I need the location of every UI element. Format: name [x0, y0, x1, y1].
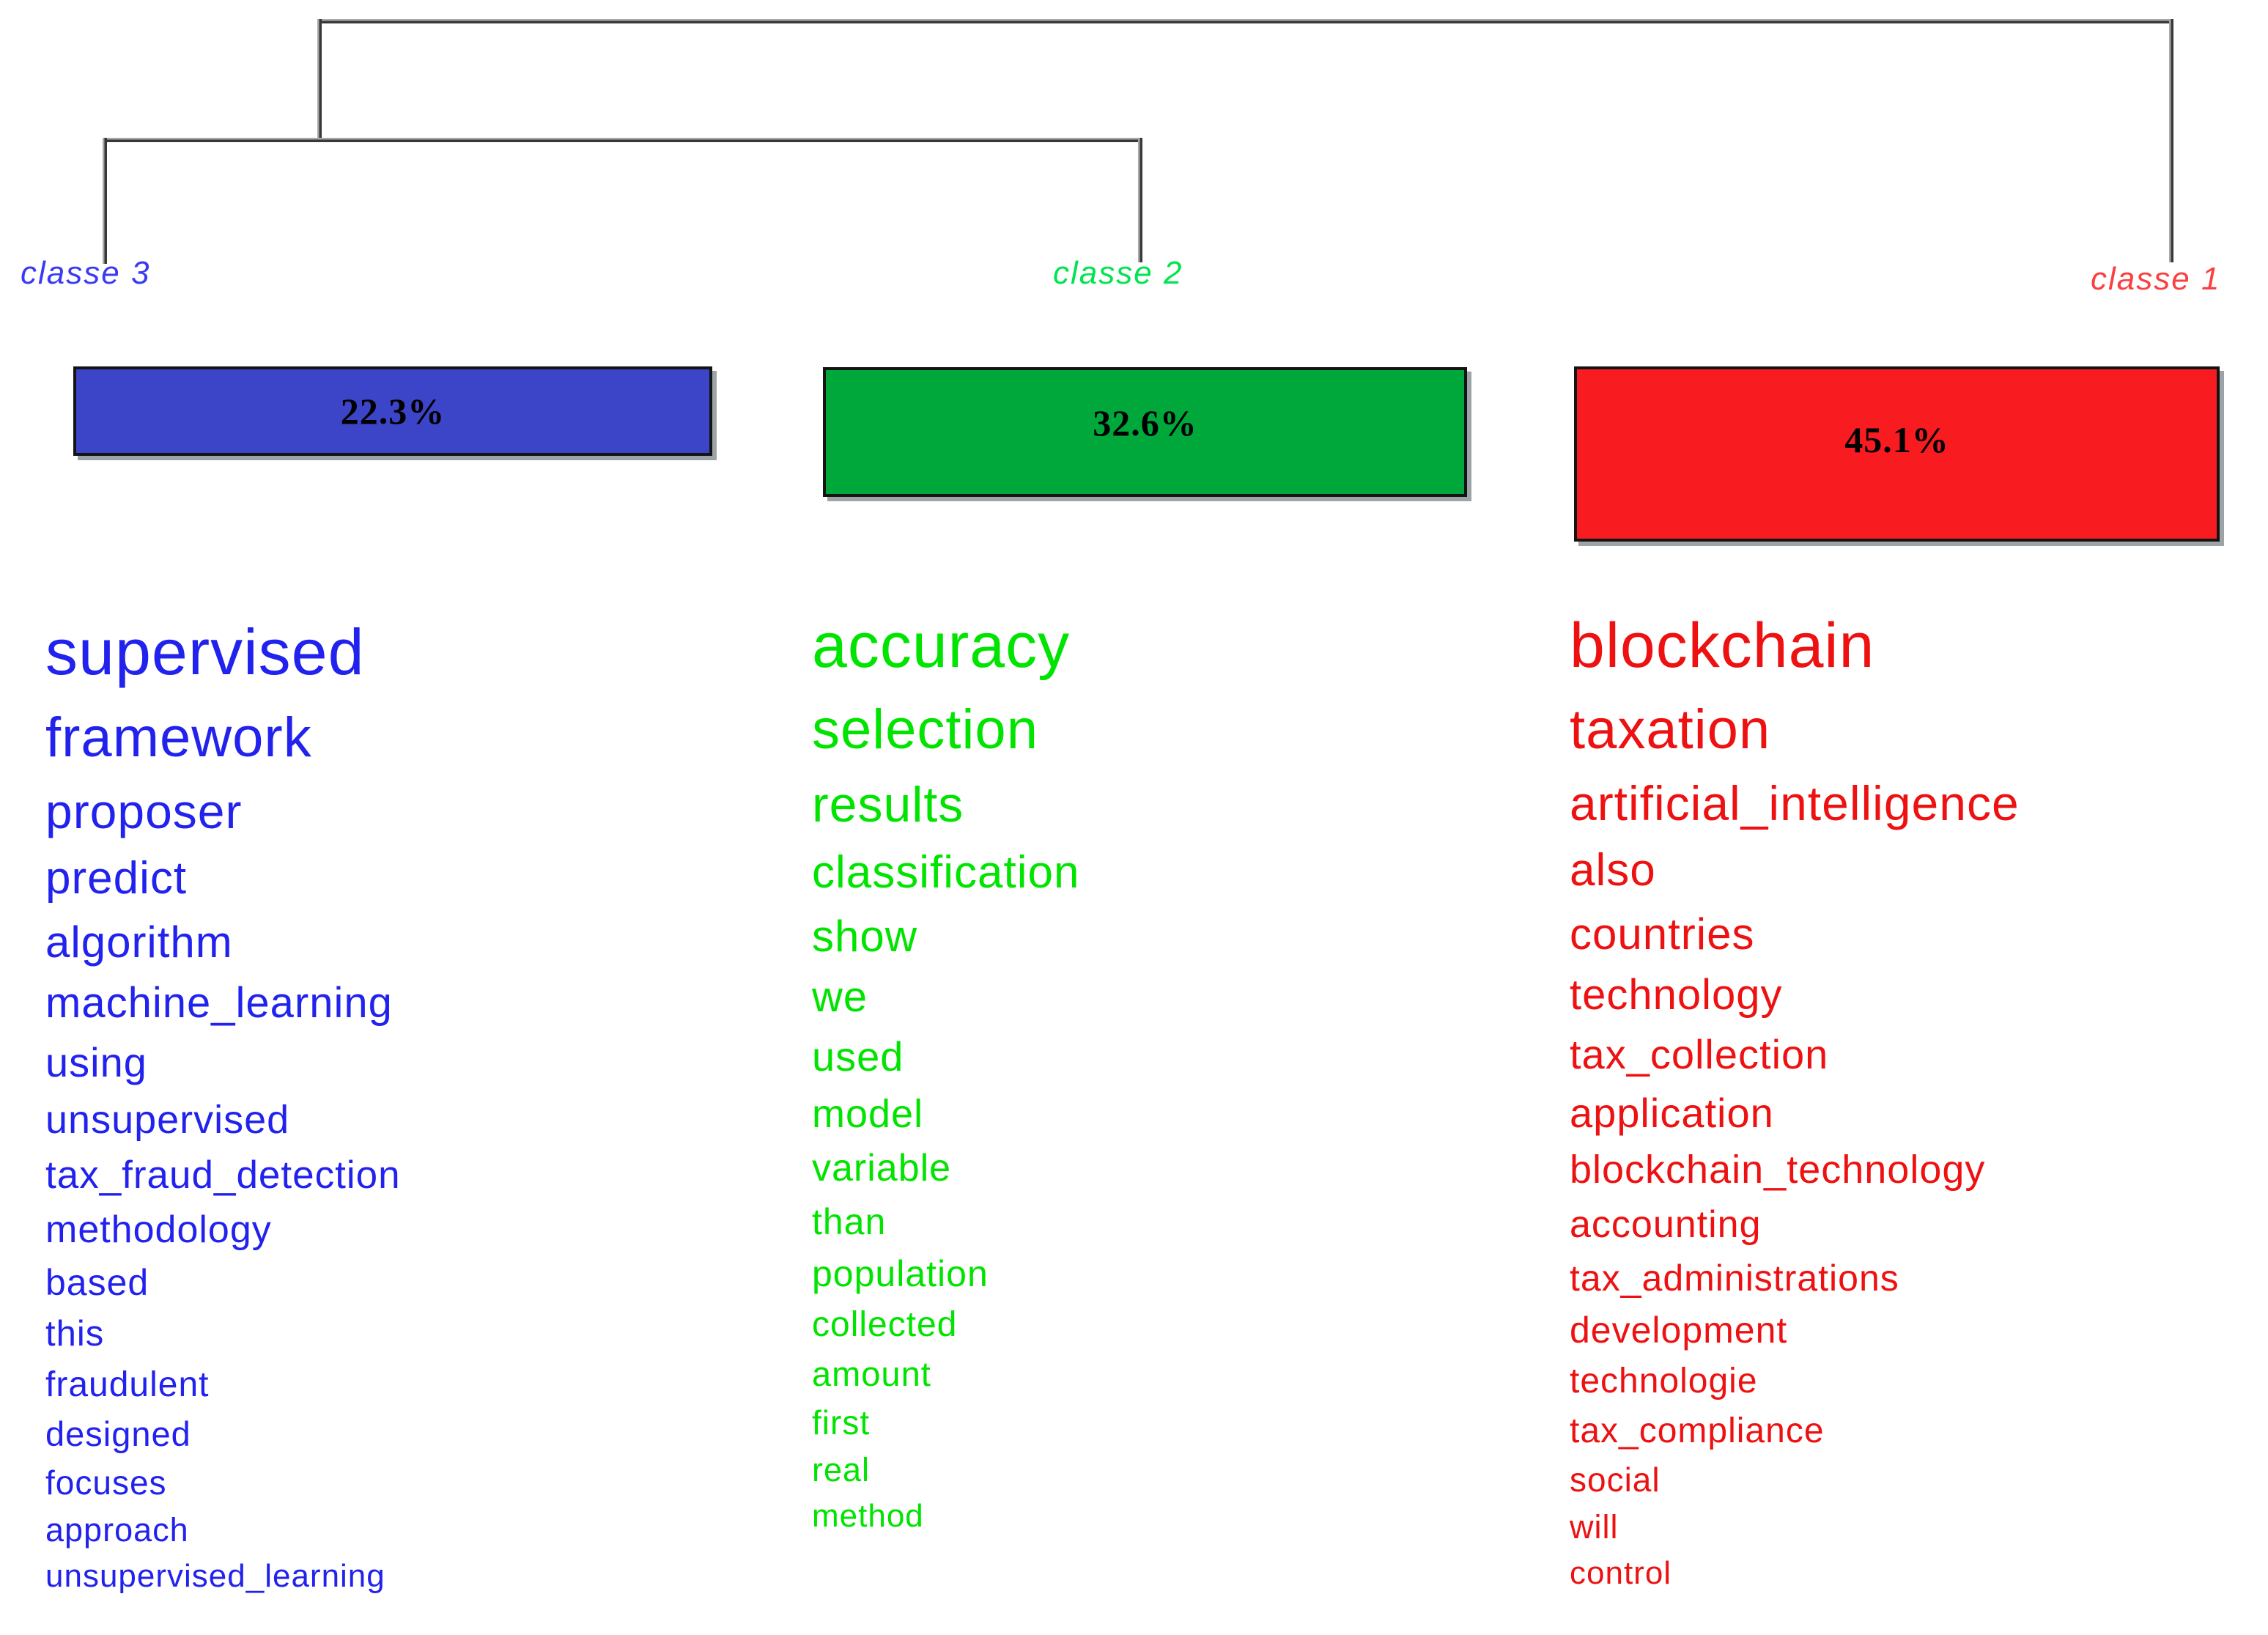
word-item: blockchain_technology — [1570, 1148, 1986, 1192]
word-list-classe-1: blockchain taxation artificial_intelligenc… — [1570, 601, 2020, 1597]
word-item: approach — [45, 1511, 189, 1549]
word-item: collected — [812, 1305, 958, 1345]
word-item: framework — [45, 706, 312, 769]
word-item: method — [812, 1498, 924, 1535]
word-item: tax_fraud_detection — [45, 1154, 401, 1197]
dendrogram-sub-link — [103, 138, 1142, 142]
word-item: methodology — [45, 1208, 272, 1251]
word-item: this — [45, 1314, 105, 1354]
word-item: application — [1570, 1089, 1774, 1136]
word-item: unsupervised_learning — [45, 1558, 385, 1595]
word-item: population — [812, 1253, 989, 1295]
word-item: machine_learning — [45, 978, 393, 1027]
word-item: development — [1570, 1309, 1788, 1351]
word-item: designed — [45, 1414, 191, 1454]
word-item: classification — [812, 846, 1080, 898]
word-item: proposer — [45, 783, 243, 838]
word-item: blockchain — [1570, 610, 1875, 681]
word-item: first — [812, 1403, 871, 1442]
percent-label: 32.6% — [1093, 402, 1197, 443]
word-item: variable — [812, 1147, 952, 1190]
word-item: unsupervised — [45, 1097, 290, 1142]
word-item: we — [812, 972, 868, 1021]
dendrogram-root-link — [317, 19, 2173, 23]
word-item: taxation — [1570, 698, 1771, 761]
word-item: tax_administrations — [1570, 1257, 1899, 1299]
word-item: artificial_intelligence — [1570, 776, 2020, 831]
word-item: supervised — [45, 616, 365, 688]
class-label-classe-3: classe 3 — [21, 255, 151, 291]
dendrogram-branch-classe-1 — [2169, 19, 2173, 262]
word-item: accuracy — [812, 610, 1071, 681]
percent-label: 22.3% — [340, 391, 446, 432]
word-item: social — [1570, 1461, 1661, 1499]
word-item: focuses — [45, 1463, 167, 1502]
word-item: tax_collection — [1570, 1031, 1829, 1078]
word-list-classe-3: supervised framework proposer predict algori… — [45, 607, 401, 1600]
word-item: technologie — [1570, 1361, 1758, 1400]
word-item: results — [812, 777, 964, 833]
word-item: model — [812, 1091, 924, 1136]
word-item: also — [1570, 844, 1656, 896]
word-item: based — [45, 1262, 149, 1304]
percent-bar-classe-1: 45.1% — [1574, 366, 2220, 542]
dendrogram-branch-classe-2 — [1138, 138, 1142, 262]
word-item: fraudulent — [45, 1365, 210, 1404]
word-item: used — [812, 1033, 904, 1080]
percent-bar-classe-2: 32.6% — [823, 367, 1467, 497]
word-item: using — [45, 1039, 147, 1086]
word-item: tax_compliance — [1570, 1411, 1825, 1450]
word-item: accounting — [1570, 1203, 1762, 1247]
word-item: selection — [812, 698, 1038, 761]
word-item: real — [812, 1451, 871, 1489]
word-item: control — [1570, 1555, 1672, 1592]
word-list-classe-2: accuracy selection results classification sh… — [812, 601, 1079, 1540]
word-item: countries — [1570, 909, 1755, 959]
word-item: show — [812, 911, 918, 961]
word-item: technology — [1570, 970, 1783, 1019]
class-label-classe-2: classe 2 — [1053, 255, 1183, 291]
word-item: will — [1570, 1508, 1619, 1546]
percent-bar-classe-3: 22.3% — [73, 366, 712, 456]
word-item: than — [812, 1201, 887, 1243]
dendrogram-branch-classe-3 — [103, 138, 107, 264]
word-item: amount — [812, 1354, 931, 1394]
class-label-classe-1: classe 1 — [2091, 261, 2221, 297]
word-item: algorithm — [45, 917, 233, 967]
dendrogram-root-left-branch — [317, 19, 322, 142]
word-item: predict — [45, 852, 188, 904]
percent-label: 45.1% — [1844, 418, 1949, 460]
